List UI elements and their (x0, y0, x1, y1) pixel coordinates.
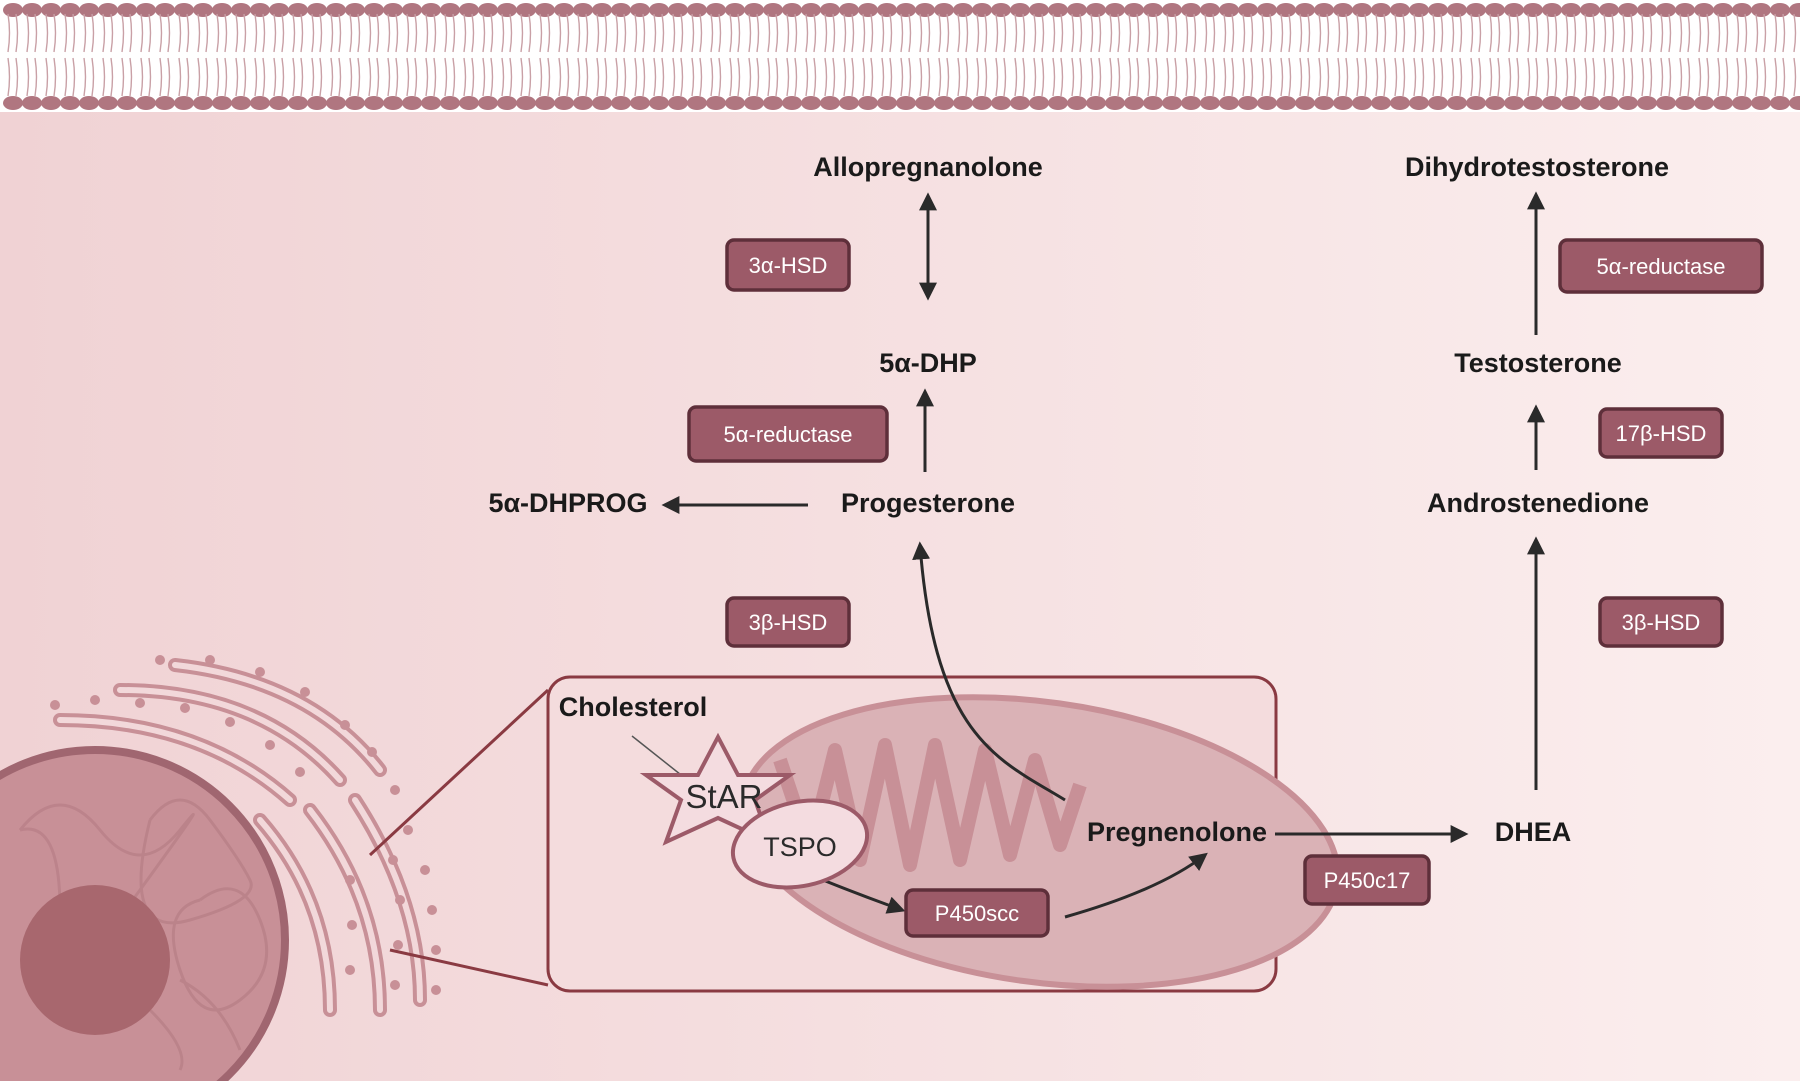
arrow-p450scc-pregnenolone (1064, 852, 1208, 919)
enzyme-p450c17: P450c17 (1303, 854, 1431, 906)
arrow-pregnenolone-progesterone (912, 541, 1066, 802)
enzyme-3a-hsd: 3α-HSD (725, 238, 851, 292)
enzyme-5a-reductase-right: 5α-reductase (1558, 238, 1764, 294)
tspo-label: TSPO (763, 832, 837, 862)
svg-text:17β-HSD: 17β-HSD (1616, 421, 1707, 446)
metabolite-pregnenolone: Pregnenolone (1087, 817, 1267, 847)
metabolite-dhea: DHEA (1495, 817, 1572, 847)
metabolite-cholesterol: Cholesterol (559, 692, 708, 722)
svg-text:3α-HSD: 3α-HSD (749, 253, 828, 278)
nucleus-and-er (0, 655, 441, 1086)
star-protein: StAR (639, 732, 797, 846)
er-ribosomes (50, 655, 441, 995)
metabolite-5a-dhp: 5α-DHP (879, 348, 977, 378)
svg-text:3β-HSD: 3β-HSD (749, 610, 828, 635)
enzyme-3b-hsd-left: 3β-HSD (725, 596, 851, 648)
metabolite-progesterone: Progesterone (841, 488, 1015, 518)
svg-text:3β-HSD: 3β-HSD (1622, 610, 1701, 635)
enzyme-5a-reductase-left: 5α-reductase (687, 405, 889, 463)
enzyme-p450scc: P450scc (904, 888, 1050, 938)
metabolite-labels: Allopregnanolone 5α-DHP 5α-DHPROG Proges… (488, 152, 1669, 847)
svg-text:5α-reductase: 5α-reductase (1597, 254, 1726, 279)
enzyme-3b-hsd-right: 3β-HSD (1598, 596, 1724, 648)
star-label: StAR (685, 778, 762, 815)
mitochondrion-cristae (773, 738, 1087, 872)
enzyme-17b-hsd: 17β-HSD (1598, 407, 1724, 459)
metabolite-dihydrotestosterone: Dihydrotestosterone (1405, 152, 1669, 182)
svg-text:P450scc: P450scc (935, 901, 1019, 926)
tspo-protein: TSPO (730, 798, 870, 890)
enzyme-labels: 3α-HSD 5α-reductase 3β-HSD 5α-reductase … (687, 238, 1764, 938)
metabolite-5a-dhprog: 5α-DHPROG (488, 488, 647, 518)
metabolite-testosterone: Testosterone (1454, 348, 1622, 378)
svg-text:5α-reductase: 5α-reductase (724, 422, 853, 447)
metabolite-allopregnanolone: Allopregnanolone (813, 152, 1043, 182)
zoom-lines (368, 688, 550, 987)
svg-text:P450c17: P450c17 (1324, 868, 1411, 893)
nucleolus (20, 885, 170, 1035)
metabolite-androstenedione: Androstenedione (1427, 488, 1649, 518)
mitochondrion-inset (546, 675, 1341, 993)
cell-membrane (0, 0, 1800, 112)
